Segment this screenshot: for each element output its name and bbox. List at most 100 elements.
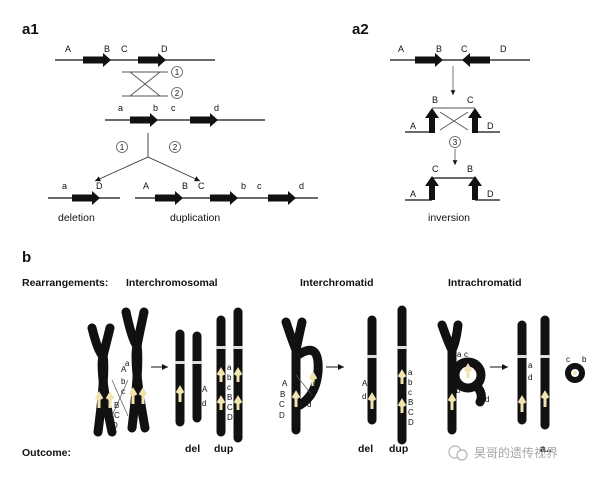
- a1-label-A: A: [65, 44, 71, 54]
- interchromosomal-result: A d a b c B C D: [175, 307, 243, 443]
- a2-loop: B C A D 3: [405, 95, 500, 165]
- outcome-3: a..: [540, 443, 552, 455]
- a1-dup-label-d: d: [299, 181, 304, 191]
- a1-label-c: c: [171, 103, 176, 113]
- interchromosomal-pair: A b c a B C D: [87, 307, 150, 437]
- pair1-label-C: C: [114, 411, 120, 420]
- a1-branch-number-2: 2: [173, 143, 178, 152]
- a1-dup-label-c: c: [257, 181, 262, 191]
- res1-left-label-d: d: [202, 399, 206, 408]
- a2-out-label-C: C: [432, 164, 439, 174]
- panel-label-a2: a2: [352, 21, 369, 38]
- res2-left-label-d: d: [362, 392, 366, 401]
- pair2-label-A: A: [282, 379, 288, 388]
- a1-label-a: a: [118, 103, 123, 113]
- a1-deletion-product: a D deletion: [48, 181, 120, 224]
- a1-dup-label-A: A: [143, 181, 149, 191]
- pair1-label-D: D: [112, 421, 118, 430]
- a1-row1-arrow-1: [83, 53, 111, 67]
- a1-branch-number-1: 1: [120, 143, 125, 152]
- a2-label-D: D: [500, 44, 507, 54]
- a1-duplication-product: A B C b c d duplication: [135, 181, 318, 224]
- pair3-label-b: b: [456, 386, 461, 395]
- a1-dup-label-B: B: [182, 181, 188, 191]
- a1-del-label-a: a: [62, 181, 67, 191]
- a1-row2-arrow-2: [190, 113, 218, 127]
- a1-label-C: C: [121, 44, 128, 54]
- a1-crossover: 1 2: [122, 66, 183, 99]
- res3-label-a: a: [528, 361, 533, 370]
- pair1-label-A: A: [121, 365, 127, 374]
- res2-right-label-c: c: [408, 388, 412, 397]
- pair2-label-D: D: [279, 411, 285, 420]
- intrachromatid-pair: a c b d: [437, 320, 489, 435]
- outcome-dup-1: dup: [214, 443, 233, 455]
- pair2-label-a: a: [317, 371, 322, 380]
- a1-row2: a b c d: [105, 103, 265, 127]
- pair3-label-c: c: [464, 350, 468, 359]
- pair3-label-a: a: [457, 350, 462, 359]
- watermark-text: 昊哥的遗传视界: [474, 445, 558, 460]
- a2-out-label-D: D: [487, 189, 494, 199]
- interchromatid-result: A d a b c B C D: [362, 305, 414, 445]
- pair3-label-d: d: [485, 395, 489, 404]
- a2-label-B: B: [436, 44, 442, 54]
- res2-left-label-A: A: [362, 379, 368, 388]
- ring-label-b: b: [582, 355, 587, 364]
- res1-right-label-c: c: [227, 383, 231, 392]
- a1-row1-arrow-2: [138, 53, 166, 67]
- a2-mid-label-D: D: [487, 121, 494, 131]
- interchromosomal-header: Interchromosomal: [126, 277, 218, 289]
- a1-branch: 1 2: [94, 133, 201, 182]
- panel-label-a1: a1: [22, 21, 39, 38]
- intrachromatid-result: a d c b: [517, 315, 587, 430]
- pair2-label-C: C: [279, 400, 285, 409]
- a1-row2-arrow-1: [130, 113, 158, 127]
- a1-label-B: B: [104, 44, 110, 54]
- a2-step-number: 3: [453, 138, 458, 147]
- a1-cross-number-1: 1: [175, 68, 180, 77]
- a1-cross-number-2: 2: [175, 89, 180, 98]
- a1-label-d: d: [214, 103, 219, 113]
- a2-mid-label-A: A: [410, 121, 416, 131]
- interchromatid-pair: a b c d A B C D: [279, 317, 323, 435]
- a2-label-A: A: [398, 44, 404, 54]
- outcome-label: Outcome:: [22, 447, 71, 459]
- rearrangements-label: Rearrangements:: [22, 277, 108, 289]
- res3-label-d: d: [528, 373, 532, 382]
- pair1-label-b: b: [121, 377, 126, 386]
- outcome-dup-2: dup: [389, 443, 408, 455]
- interchromatid-header: Interchromatid: [300, 277, 374, 289]
- pair1-label-B: B: [114, 401, 119, 410]
- a1-dup-label-C: C: [198, 181, 205, 191]
- a2-inversion-product: C B A D inversion: [405, 164, 500, 224]
- a2-out-label-B: B: [467, 164, 473, 174]
- a2-label-C: C: [461, 44, 468, 54]
- a2-mid-label-B: B: [432, 95, 438, 105]
- res1-right-label-a: a: [227, 363, 232, 372]
- pair2-label-d: d: [307, 400, 311, 409]
- pair2-label-c: c: [310, 390, 314, 399]
- a1-label-b: b: [153, 103, 158, 113]
- res2-right-label-C: C: [408, 408, 414, 417]
- watermark: 昊哥的遗传视界: [448, 445, 558, 461]
- a1-row1: A B C D: [55, 44, 215, 67]
- res2-right-label-B: B: [408, 398, 413, 407]
- pair2-label-B: B: [280, 390, 285, 399]
- pair1-label-a: a: [125, 359, 130, 368]
- outcome-del-2: del: [358, 443, 373, 455]
- a1-deletion-caption: deletion: [58, 212, 95, 224]
- ring-label-c: c: [566, 355, 570, 364]
- a2-inversion-caption: inversion: [428, 212, 470, 224]
- res1-right-label-C: C: [227, 403, 233, 412]
- outcome-del-1: del: [185, 443, 200, 455]
- res1-right-label-D: D: [227, 413, 233, 422]
- res2-right-label-a: a: [408, 368, 413, 377]
- a1-dup-label-b: b: [241, 181, 246, 191]
- res2-right-label-b: b: [408, 378, 413, 387]
- a1-del-label-D: D: [96, 181, 103, 191]
- res2-right-label-D: D: [408, 418, 414, 427]
- a1-label-D: D: [161, 44, 168, 54]
- a2-row1: A B C D: [390, 44, 530, 95]
